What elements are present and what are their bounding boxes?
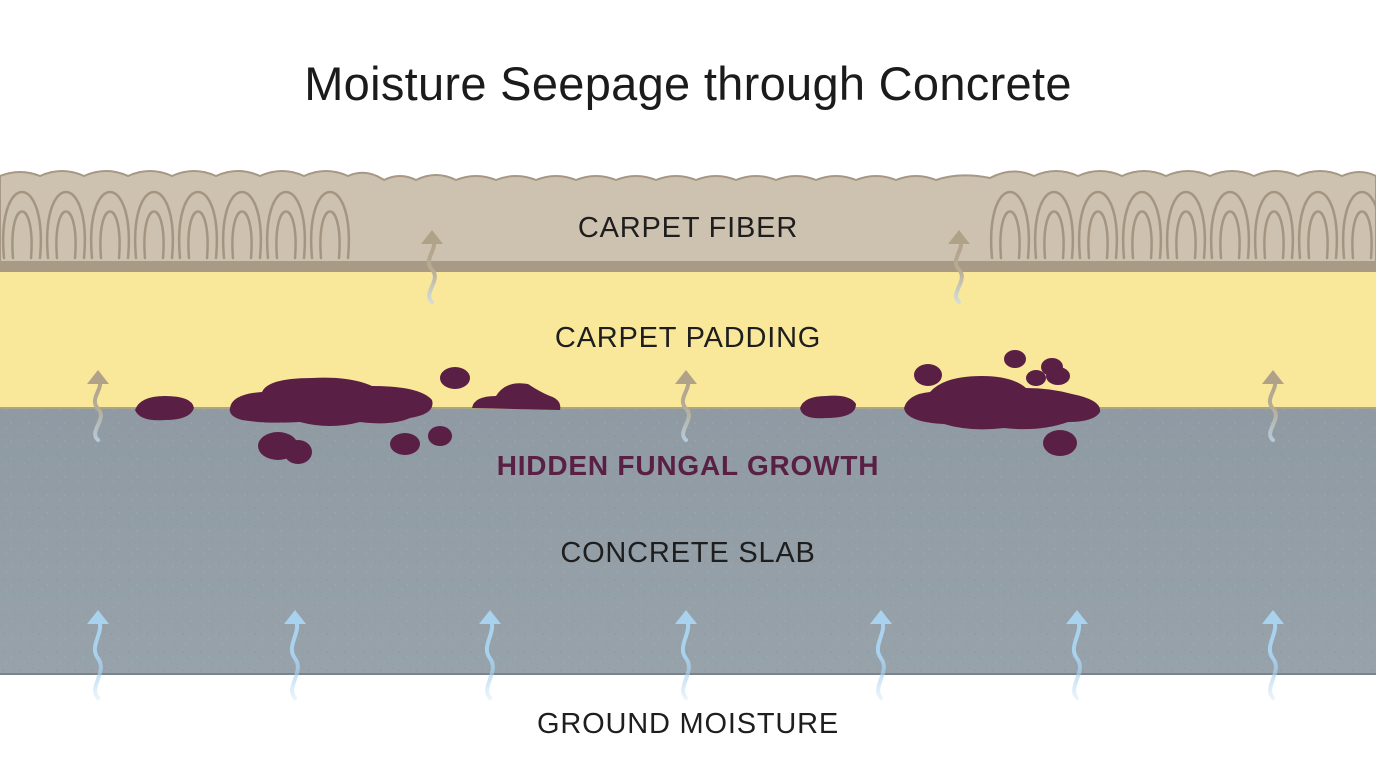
- carpet-loop: [1253, 190, 1295, 260]
- wavy-up-arrow-icon: [1066, 610, 1088, 700]
- carpet-loop: [265, 190, 307, 260]
- carpet-loop: [1165, 190, 1207, 260]
- carpet-loop: [1297, 190, 1339, 260]
- wavy-up-arrow-icon: [675, 370, 697, 442]
- carpet-loop: [1341, 190, 1376, 260]
- fungal-growth-group: [135, 350, 1101, 464]
- carpet-fiber-label: CARPET FIBER: [577, 212, 799, 244]
- carpet-loop-inner: [275, 210, 297, 260]
- concrete-slab-label: CONCRETE SLAB: [560, 537, 816, 569]
- carpet-loop-inner: [1263, 210, 1285, 260]
- carpet-backing-strip: [0, 261, 1376, 272]
- carpet-loop: [1121, 190, 1163, 260]
- wavy-up-arrow-icon: [284, 610, 306, 700]
- carpet-fiber-layer: [0, 170, 1376, 272]
- carpet-loop: [989, 190, 1031, 260]
- carpet-loop-inner: [1219, 210, 1241, 260]
- fungus-spot: [284, 440, 312, 464]
- fungus-blob-icon: [800, 395, 856, 419]
- wavy-up-arrow-icon: [870, 610, 892, 700]
- fungus-blob-icon: [904, 376, 1101, 430]
- fungus-spot: [1004, 350, 1026, 368]
- carpet-loop-inner: [1351, 210, 1373, 260]
- carpet-loop: [221, 190, 263, 260]
- carpet-loop-inner: [99, 210, 121, 260]
- wavy-up-arrow-icon: [1262, 370, 1284, 442]
- wavy-up-arrow-icon: [87, 370, 109, 442]
- carpet-loop-inner: [55, 210, 77, 260]
- ground-moisture-label: GROUND MOISTURE: [537, 708, 839, 740]
- ground-moisture-arrows: [87, 610, 1284, 700]
- carpet-loop: [309, 190, 351, 260]
- carpet-loop: [177, 190, 219, 260]
- carpet-loop: [133, 190, 175, 260]
- carpet-loop-inner: [1087, 210, 1109, 260]
- wavy-up-arrow-icon: [421, 230, 443, 304]
- carpet-loop-inner: [1307, 210, 1329, 260]
- carpet-loop-inner: [187, 210, 209, 260]
- carpet-loop: [1209, 190, 1251, 260]
- carpet-loop-inner: [999, 210, 1021, 260]
- wavy-up-arrow-icon: [675, 610, 697, 700]
- carpet-loop-inner: [1131, 210, 1153, 260]
- vapor-arrows: [87, 230, 1284, 442]
- fungus-spot: [1043, 430, 1077, 456]
- carpet-loops: [1, 190, 1376, 260]
- fungal-growth-label: HIDDEN FUNGAL GROWTH: [496, 450, 880, 481]
- carpet-loop: [1077, 190, 1119, 260]
- fungus-spot: [440, 367, 470, 389]
- fungus-spot: [914, 364, 942, 386]
- diagram-title: Moisture Seepage through Concrete: [304, 57, 1072, 110]
- wavy-up-arrow-icon: [1262, 610, 1284, 700]
- carpet-loop: [1033, 190, 1075, 260]
- wavy-up-arrow-icon: [948, 230, 970, 304]
- wavy-up-arrow-icon: [87, 610, 109, 700]
- carpet-loop: [1, 190, 43, 260]
- carpet-loop-inner: [143, 210, 165, 260]
- wavy-up-arrow-icon: [479, 610, 501, 700]
- fungus-spot: [1046, 367, 1070, 385]
- fungus-blob-icon: [135, 396, 194, 421]
- fungus-blob-icon: [229, 377, 433, 426]
- carpet-padding-label: CARPET PADDING: [554, 322, 822, 354]
- carpet-loop-inner: [11, 210, 33, 260]
- carpet-loop-inner: [1043, 210, 1065, 260]
- carpet-loop-inner: [319, 210, 341, 260]
- carpet-loop-inner: [1175, 210, 1197, 260]
- carpet-loop-inner: [231, 210, 253, 260]
- fungus-spot: [1026, 370, 1046, 386]
- fungus-spot: [428, 426, 452, 446]
- fungus-blob-icon: [472, 383, 561, 410]
- carpet-loop: [45, 190, 87, 260]
- fungus-spot: [390, 433, 420, 455]
- carpet-loop: [89, 190, 131, 260]
